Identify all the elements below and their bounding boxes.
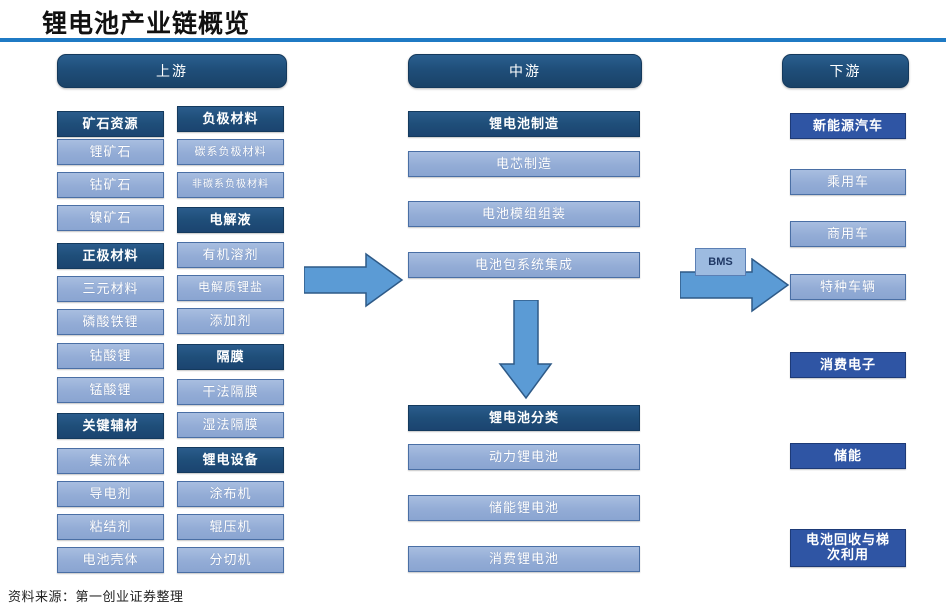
node-battery-manufacturing[interactable]: 锂电池制造 <box>408 111 640 137</box>
column-header-midstream: 中游 <box>408 54 642 88</box>
title-divider <box>0 38 946 42</box>
arrow-midstream-down <box>498 300 553 400</box>
node-nickel-ore[interactable]: 镍矿石 <box>57 205 164 231</box>
node-cathode-material[interactable]: 正极材料 <box>57 243 164 269</box>
node-passenger-vehicle[interactable]: 乘用车 <box>790 169 906 195</box>
node-ternary-material[interactable]: 三元材料 <box>57 276 164 302</box>
node-current-collector[interactable]: 集流体 <box>57 448 164 474</box>
node-non-carbon-anode[interactable]: 非碳系负极材料 <box>177 172 284 198</box>
node-binder[interactable]: 粘结剂 <box>57 514 164 540</box>
node-lfp[interactable]: 磷酸铁锂 <box>57 309 164 335</box>
node-consumer-battery[interactable]: 消费锂电池 <box>408 546 640 572</box>
node-consumer-electronics[interactable]: 消费电子 <box>790 352 906 378</box>
node-separator[interactable]: 隔膜 <box>177 344 284 370</box>
node-storage-battery[interactable]: 储能锂电池 <box>408 495 640 521</box>
node-lmo[interactable]: 锰酸锂 <box>57 377 164 403</box>
node-pack-integration[interactable]: 电池包系统集成 <box>408 252 640 278</box>
source-note: 资料来源：第一创业证券整理 <box>8 589 184 604</box>
page-title: 锂电池产业链概览 <box>42 11 251 38</box>
node-wet-separator[interactable]: 湿法隔膜 <box>177 412 284 438</box>
node-cell-manufacturing[interactable]: 电芯制造 <box>408 151 640 177</box>
node-battery-classification[interactable]: 锂电池分类 <box>408 405 640 431</box>
node-energy-storage[interactable]: 储能 <box>790 443 906 469</box>
node-module-assembly[interactable]: 电池模组组装 <box>408 201 640 227</box>
arrow-upstream-to-midstream <box>304 252 404 308</box>
node-conductive-agent[interactable]: 导电剂 <box>57 481 164 507</box>
node-special-vehicle[interactable]: 特种车辆 <box>790 274 906 300</box>
node-coating-machine[interactable]: 涂布机 <box>177 481 284 507</box>
node-lithium-ore[interactable]: 锂矿石 <box>57 139 164 165</box>
node-organic-solvent[interactable]: 有机溶剂 <box>177 242 284 268</box>
node-anode-material[interactable]: 负极材料 <box>177 106 284 132</box>
column-header-upstream: 上游 <box>57 54 287 88</box>
column-header-downstream: 下游 <box>782 54 909 88</box>
node-slitting-machine[interactable]: 分切机 <box>177 547 284 573</box>
node-lithium-salt[interactable]: 电解质锂盐 <box>177 275 284 301</box>
node-nev[interactable]: 新能源汽车 <box>790 113 906 139</box>
node-lithium-equipment[interactable]: 锂电设备 <box>177 447 284 473</box>
node-ore-resources[interactable]: 矿石资源 <box>57 111 164 137</box>
node-key-auxiliary[interactable]: 关键辅材 <box>57 413 164 439</box>
node-carbon-anode[interactable]: 碳系负极材料 <box>177 139 284 165</box>
node-electrolyte[interactable]: 电解液 <box>177 207 284 233</box>
node-power-battery[interactable]: 动力锂电池 <box>408 444 640 470</box>
node-battery-case[interactable]: 电池壳体 <box>57 547 164 573</box>
node-commercial-vehicle[interactable]: 商用车 <box>790 221 906 247</box>
node-lco[interactable]: 钴酸锂 <box>57 343 164 369</box>
node-cobalt-ore[interactable]: 钴矿石 <box>57 172 164 198</box>
node-rolling-machine[interactable]: 辊压机 <box>177 514 284 540</box>
node-battery-recycling[interactable]: 电池回收与梯 次利用 <box>790 529 906 567</box>
node-additive[interactable]: 添加剂 <box>177 308 284 334</box>
node-battery-recycling-label: 电池回收与梯 次利用 <box>805 532 890 562</box>
node-dry-separator[interactable]: 干法隔膜 <box>177 379 284 405</box>
bms-label[interactable]: BMS <box>695 248 746 276</box>
